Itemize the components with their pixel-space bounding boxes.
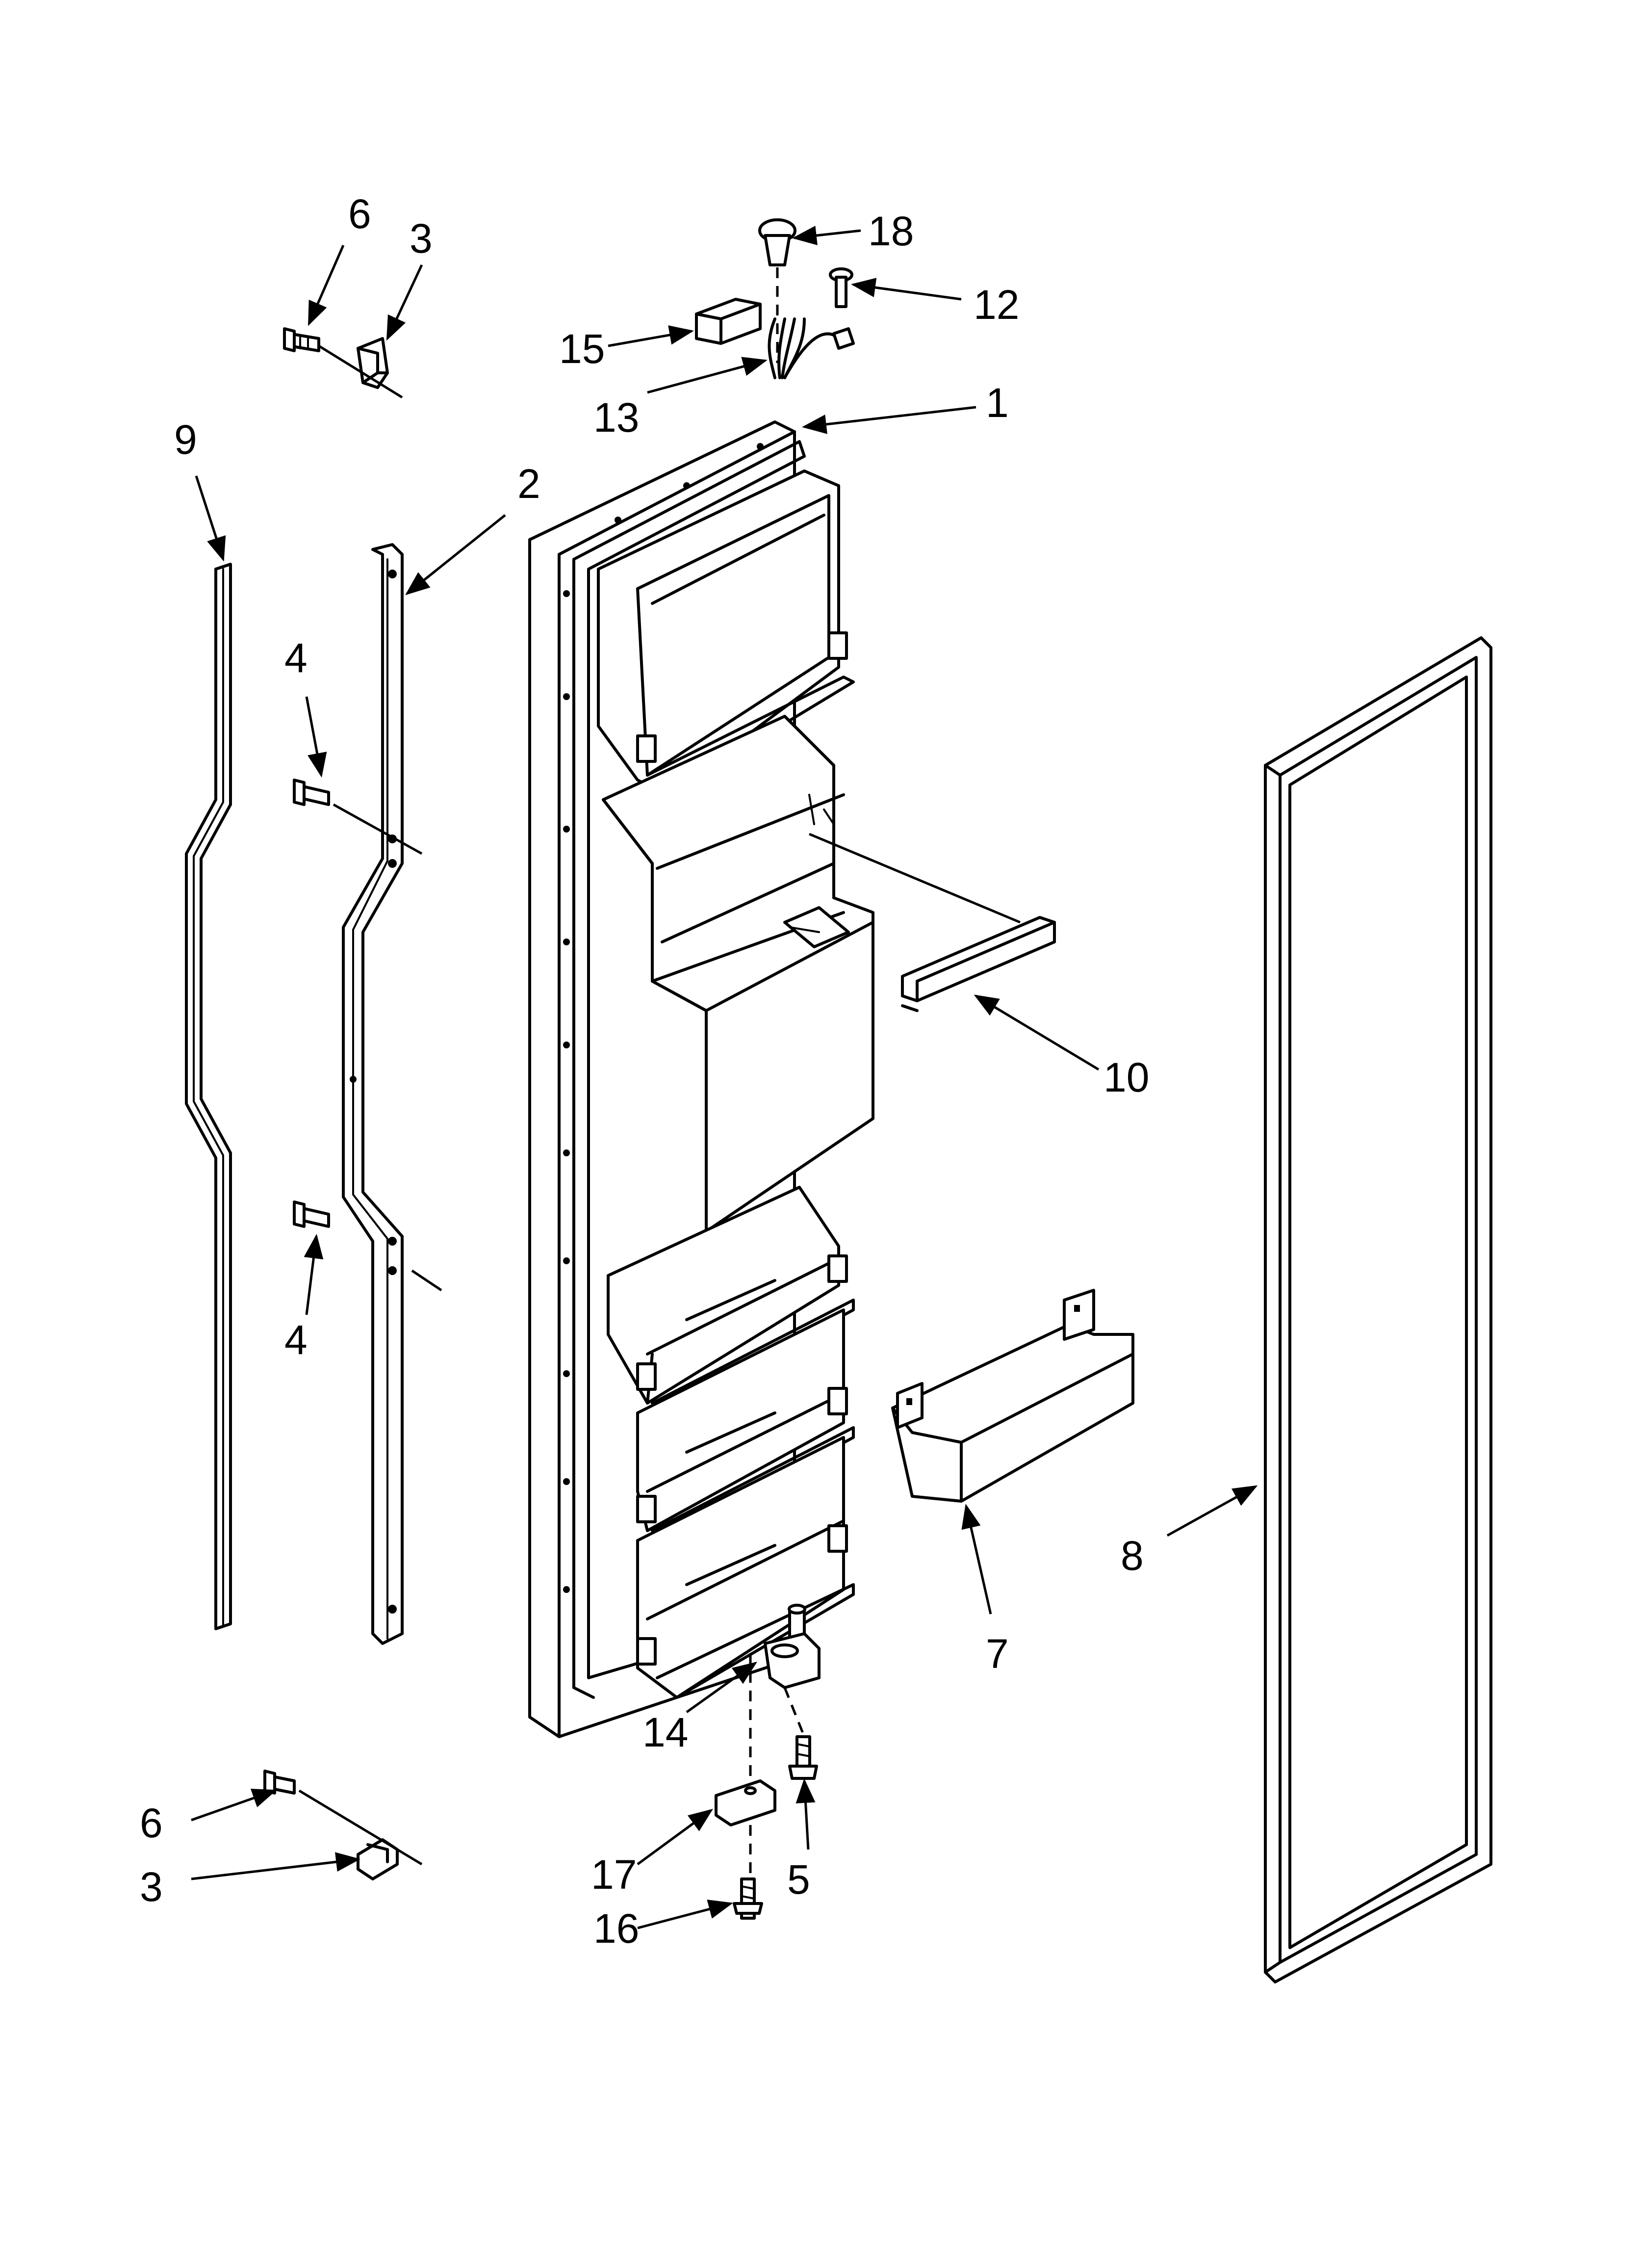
- door-bin-top: [597, 469, 855, 796]
- dispenser-housing: [602, 715, 874, 1233]
- callout-17: 17: [591, 1851, 637, 1898]
- callout-9: 9: [174, 417, 197, 463]
- top-hinge-screw: [283, 327, 320, 352]
- leader-arrows: [191, 226, 1258, 1929]
- door-flange-holes: [563, 443, 764, 1593]
- callout-6-top: 6: [348, 191, 371, 237]
- door-assembly: [528, 420, 874, 1738]
- callout-18: 18: [868, 208, 914, 254]
- handle-screw-lower: [293, 1200, 330, 1228]
- door-gasket: [1264, 636, 1492, 1983]
- dispenser-trim: [901, 916, 1056, 1012]
- hinge-shim: [715, 1779, 776, 1826]
- handle-bracket: [342, 543, 404, 1645]
- callout-10: 10: [1103, 1054, 1149, 1100]
- handle-screw-lower-axis: [411, 1269, 442, 1292]
- callout-7: 7: [986, 1631, 1009, 1677]
- hinge-screw-16: [733, 1877, 763, 1920]
- callout-3-top: 3: [410, 215, 433, 261]
- callout-3-bottom: 3: [140, 1864, 163, 1910]
- door-bin-7: [891, 1289, 1134, 1503]
- callout-8: 8: [1121, 1533, 1144, 1579]
- callout-1: 1: [986, 380, 1009, 426]
- wire-connector: [695, 298, 762, 345]
- callout-15: 15: [559, 326, 605, 372]
- wire-clip: [832, 327, 855, 350]
- callout-13: 13: [593, 394, 639, 441]
- callout-6-bottom: 6: [140, 1800, 163, 1846]
- callout-5: 5: [787, 1856, 810, 1903]
- top-hinge-axis: [318, 344, 403, 399]
- callout-labels: 18 12 15 13 1 2 9 6 3 4 4 10 7 8 14 5 17…: [140, 191, 1149, 1952]
- door-bin-lower-1: [636, 1308, 855, 1542]
- callout-16: 16: [593, 1905, 639, 1952]
- plug-18: [758, 218, 796, 266]
- handle-screw-upper: [293, 779, 330, 806]
- wire-harness: [768, 317, 845, 379]
- hinge-screw-5: [788, 1735, 818, 1780]
- hinge-trim-strip: [185, 563, 232, 1630]
- handle-screw-upper-axis: [333, 803, 423, 855]
- callout-4-upper: 4: [284, 635, 308, 681]
- callout-14: 14: [642, 1709, 688, 1755]
- bottom-hinge-screw: [263, 1770, 296, 1795]
- hinge-axis-dash-3: [783, 1687, 806, 1737]
- dispenser-trim-axis: [809, 833, 1021, 924]
- callout-12: 12: [974, 282, 1019, 328]
- screw-12: [829, 267, 853, 308]
- callout-4-lower: 4: [284, 1317, 308, 1363]
- callout-2: 2: [517, 461, 540, 507]
- bottom-hinge-axis: [298, 1789, 423, 1866]
- bottom-hinge-pin: [764, 1604, 821, 1689]
